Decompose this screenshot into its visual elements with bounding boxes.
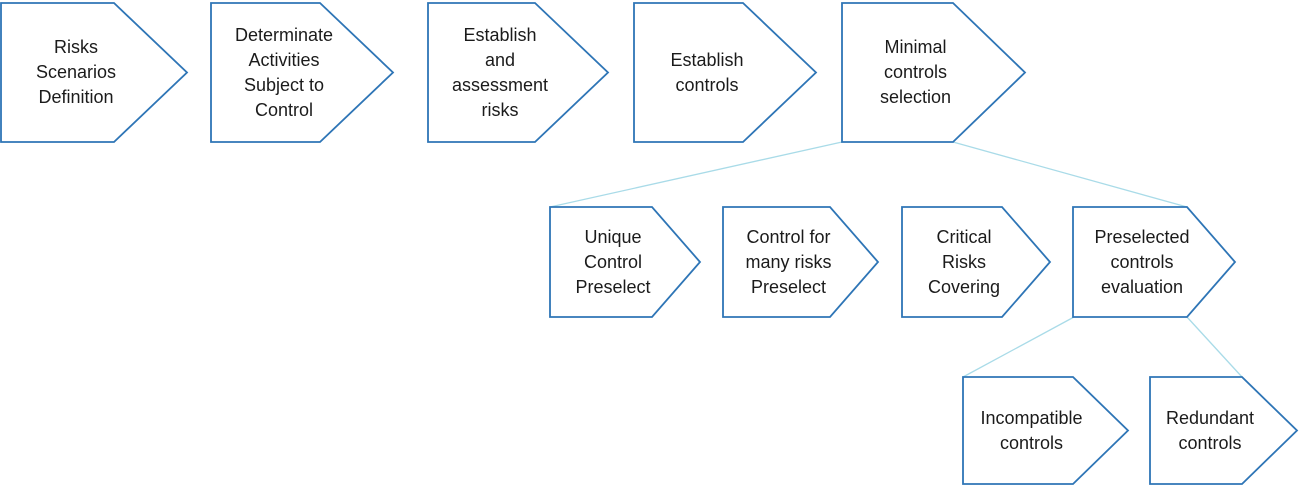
- node-establish-assessment-risks-shape: [427, 2, 610, 143]
- node-establish-assessment-risks-label: Establish and assessment risks: [451, 24, 549, 120]
- node-unique-control-preselect-shape: [549, 206, 702, 318]
- node-minimal-controls-selection-label: Minimal controls selection: [879, 37, 952, 107]
- node-redundant-controls-shape: [1149, 376, 1299, 485]
- connector-minimal-to-unique: [549, 141, 843, 208]
- node-minimal-controls-selection-shape: [841, 2, 1027, 143]
- node-preselected-controls-evaluation-label: Preselected controls evaluation: [1094, 226, 1190, 297]
- node-establish-controls-shape: [633, 2, 818, 143]
- node-incompatible-controls-shape: [962, 376, 1130, 485]
- connector-minimal-to-preselected: [952, 141, 1188, 208]
- node-critical-risks-covering-shape: [901, 206, 1052, 318]
- node-preselected-controls-evaluation-shape: [1072, 206, 1237, 318]
- node-risks-scenarios-definition-label: Risks Scenarios Definition: [35, 37, 117, 107]
- node-control-for-many-risks-shape: [722, 206, 880, 318]
- node-determinate-activities-shape: [210, 2, 395, 143]
- node-risks-scenarios-definition-shape: [0, 2, 189, 143]
- connector-preselected-to-redundant: [1186, 316, 1243, 378]
- node-control-for-many-risks-label: Control for many risks Preselect: [745, 226, 832, 297]
- node-incompatible-controls-label: Incompatible controls: [980, 407, 1083, 453]
- node-unique-control-preselect-label: Unique Control Preselect: [575, 226, 651, 297]
- node-determinate-activities-label: Determinate Activities Subject to Contro…: [234, 24, 334, 120]
- node-critical-risks-covering-label: Critical Risks Covering: [927, 226, 1001, 297]
- node-redundant-controls-label: Redundant controls: [1165, 407, 1255, 453]
- node-establish-controls-label: Establish controls: [670, 49, 744, 95]
- connector-preselected-to-incompatible: [962, 316, 1075, 378]
